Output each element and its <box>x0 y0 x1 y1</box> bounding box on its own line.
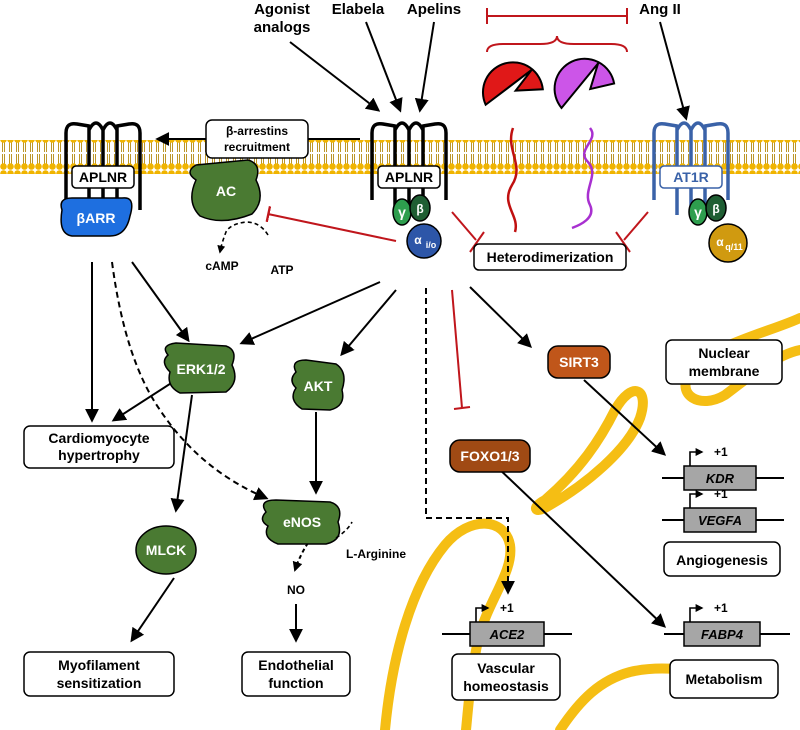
mlck-label: MLCK <box>146 542 186 558</box>
heterodimer-inhibition <box>451 211 649 253</box>
enzyme-inhibition <box>486 8 628 53</box>
aplnr-center-label: APLNR <box>385 169 433 185</box>
vegfa-tss: +1 <box>714 487 728 501</box>
fabp4-label: FABP4 <box>701 627 744 642</box>
erk-protein <box>163 342 236 394</box>
gi-beta-label: β <box>416 202 423 216</box>
angiogenesis-box <box>663 541 781 577</box>
cardio-label-2: hypertrophy <box>58 447 140 463</box>
apelins-label: Apelins <box>407 1 461 18</box>
kdr-tss: +1 <box>714 445 728 459</box>
heterodimerization-label: Heterodimerization <box>487 249 614 265</box>
angiogenesis-label: Angiogenesis <box>676 552 768 568</box>
endothelial-label-2: function <box>268 675 323 691</box>
ace2-gene-label: ACE2 <box>489 627 525 642</box>
gi-alpha-sub: i/o <box>426 240 437 250</box>
nuclear-membrane-box <box>665 339 783 385</box>
heterodimerization-box <box>473 243 627 271</box>
ang2-label: Ang II <box>639 1 681 18</box>
aplnr-center-label-box <box>377 165 441 189</box>
agonist-label-2: analogs <box>254 19 311 36</box>
gq-protein: γ β α q/11 <box>688 194 748 263</box>
metabolism-box <box>669 659 779 699</box>
ligand-labels: Agonist analogs Elabela Apelins Ang II <box>254 1 681 36</box>
endothelial-box <box>241 651 351 697</box>
nep-enzyme: NEP <box>481 61 544 233</box>
ligand-arrows <box>289 21 690 121</box>
at1r-label-box <box>659 165 723 189</box>
barr-label: βARR <box>77 210 116 226</box>
gi-alpha-label: α <box>414 233 422 247</box>
barr-protein <box>60 197 133 237</box>
gq-gamma-label: γ <box>694 204 702 220</box>
gi-inhibits-ac <box>265 206 397 242</box>
nuclear-label-2: membrane <box>689 363 760 379</box>
foxo-protein <box>449 439 531 473</box>
akt-protein <box>291 359 345 411</box>
endothelial-label-1: Endothelial <box>258 657 333 673</box>
camp-label: cAMP <box>205 259 238 273</box>
foxo-label: FOXO1/3 <box>460 448 519 464</box>
myofilament-box <box>23 651 175 697</box>
at1r-receptor <box>652 121 730 215</box>
gq-alpha-label: α <box>716 235 724 249</box>
enos-label: eNOS <box>283 514 321 530</box>
at1r-label: AT1R <box>673 169 709 185</box>
metabolism-label: Metabolism <box>685 671 762 687</box>
aplnr-center-receptor <box>370 121 448 215</box>
arrestin-label-2: recruitment <box>224 140 290 154</box>
akt-label: AKT <box>304 378 333 394</box>
atp-to-camp-arrow <box>217 221 269 254</box>
vascular-label-2: homeostasis <box>463 678 549 694</box>
ace2-enzyme-label: ACE2 <box>571 95 609 111</box>
ac-label: AC <box>216 183 236 199</box>
aplnr-left-label-box <box>71 165 135 189</box>
ace2-tss: +1 <box>500 601 514 615</box>
nep-label: NEP <box>499 95 528 111</box>
ac-protein <box>189 159 261 222</box>
arrestin-box <box>205 119 309 159</box>
myofilament-label-2: sensitization <box>57 675 142 691</box>
no-label: NO <box>287 583 305 597</box>
gq-alpha-sub: q/11 <box>725 242 743 252</box>
kdr-label: KDR <box>706 471 735 486</box>
sirt3-protein <box>547 345 611 379</box>
larginine-line <box>335 521 353 539</box>
arrestin-label-1: β-arrestins <box>226 124 288 138</box>
gene-ace2: ACE2 +1 <box>442 601 572 647</box>
sirt3-label: SIRT3 <box>559 354 599 370</box>
gene-kdr: KDR +1 <box>662 445 784 491</box>
ace2-enzyme: ACE2 <box>553 57 616 230</box>
larginine-label: L-Arginine <box>346 547 406 561</box>
atp-label: ATP <box>270 263 293 277</box>
nuclear-label-1: Nuclear <box>698 345 750 361</box>
agonist-label-1: Agonist <box>254 1 310 18</box>
gq-beta-label: β <box>712 202 719 216</box>
elabela-label: Elabela <box>332 1 385 18</box>
cardio-box <box>23 425 175 469</box>
cardio-label-1: Cardiomyocyte <box>48 430 149 446</box>
fabp4-tss: +1 <box>714 601 728 615</box>
vegfa-label: VEGFA <box>698 513 742 528</box>
gene-fabp4: FABP4 +1 <box>664 601 790 647</box>
vascular-box <box>451 653 561 701</box>
downstream-arrows <box>85 261 667 643</box>
vascular-label-1: Vascular <box>477 660 535 676</box>
mlck-protein <box>135 525 197 575</box>
erk-label: ERK1/2 <box>176 361 225 377</box>
aplnr-left-receptor <box>64 121 142 215</box>
gi-protein: γ β α i/o <box>392 194 442 259</box>
gene-vegfa: VEGFA +1 <box>662 487 784 533</box>
myofilament-label-1: Myofilament <box>58 657 140 673</box>
foxo-inhibition <box>451 289 471 410</box>
gi-gamma-label: γ <box>398 204 406 220</box>
aplnr-left-label: APLNR <box>79 169 127 185</box>
